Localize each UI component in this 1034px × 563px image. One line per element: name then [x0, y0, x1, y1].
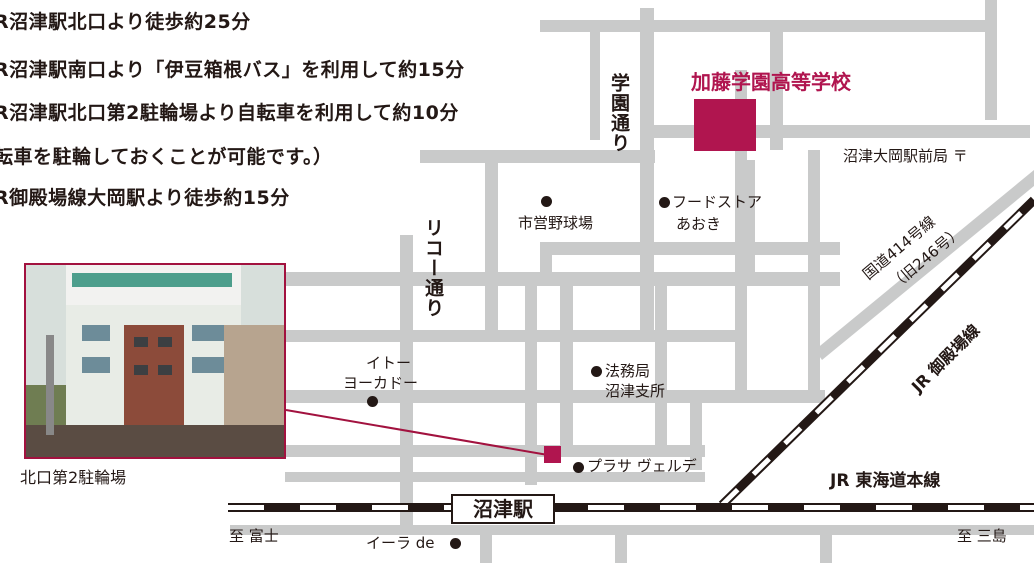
road-v10	[590, 20, 600, 140]
direction-line-5: R御殿場線大岡駅より徒歩約15分	[0, 187, 290, 209]
building-illustration	[26, 265, 284, 457]
place-ito-1: イトー	[366, 354, 412, 372]
road-v3	[560, 285, 573, 445]
label-to-fuji: 至 富士	[229, 527, 279, 545]
school-name: 加藤学園高等学校	[691, 70, 851, 94]
road-h9	[285, 472, 705, 482]
place-foodstore-2: あおき	[676, 215, 722, 233]
road-h8	[285, 445, 705, 457]
place-baseball: 市営野球場	[518, 214, 594, 232]
plaza-dot	[573, 462, 584, 473]
road-v8	[985, 0, 997, 120]
school-marker	[694, 99, 756, 151]
road-h7	[285, 390, 825, 403]
place-foodstore-1: フードストア	[672, 193, 763, 211]
road-h5	[285, 272, 840, 286]
direction-line-3: R沼津駅北口第2駐輪場より自転車を利用して約10分	[0, 102, 459, 124]
road-h10	[230, 525, 1034, 535]
road-route414	[815, 170, 1034, 360]
place-legal-2: 沼津支所	[605, 382, 666, 400]
place-legal-1: 法務局	[605, 362, 651, 380]
label-tokaido-line: JR 東海道本線	[830, 471, 941, 491]
place-ira: イーラ de	[366, 534, 435, 552]
legal-dot	[591, 366, 602, 377]
label-to-mishima: 至 三島	[957, 527, 1007, 545]
direction-line-2: R沼津駅南口より「伊豆箱根バス」を利用して約15分	[0, 59, 465, 81]
direction-line-4: 転車を駐輪しておくことが可能です。）	[0, 146, 333, 168]
road-h4	[540, 242, 840, 255]
baseball-dot	[541, 196, 552, 207]
road-v6	[808, 150, 820, 390]
road-v7	[770, 20, 783, 150]
road-h1	[540, 20, 990, 32]
road-v9	[745, 160, 755, 280]
road-h3	[420, 150, 655, 163]
road-v4	[655, 285, 667, 445]
road-v1	[485, 150, 498, 330]
street-gakuen: 学園通り	[608, 73, 630, 153]
rail-gotemba-line	[718, 196, 1034, 509]
station-name: 沼津駅	[451, 494, 555, 524]
direction-line-1: R沼津駅北口より徒歩約25分	[0, 11, 251, 33]
photo-caption: 北口第2駐輪場	[20, 468, 127, 487]
road-gakuen-street	[640, 8, 654, 338]
road-h6	[285, 330, 740, 342]
ira-dot	[450, 538, 461, 549]
place-ito-2: ヨーカドー	[343, 374, 419, 392]
photo-pointer-line	[285, 409, 549, 456]
street-ricoh: リコー通り	[422, 218, 444, 318]
foodstore-dot	[659, 197, 670, 208]
parking-marker	[544, 446, 561, 463]
rail-tokaido-line	[228, 503, 1034, 512]
road-v2	[400, 235, 413, 535]
place-post-office: 沼津大岡駅前局 〒	[843, 147, 968, 165]
ito-dot	[367, 396, 378, 407]
place-plaza: プラサ ヴェルデ	[587, 457, 697, 475]
parking-photo	[24, 263, 286, 459]
